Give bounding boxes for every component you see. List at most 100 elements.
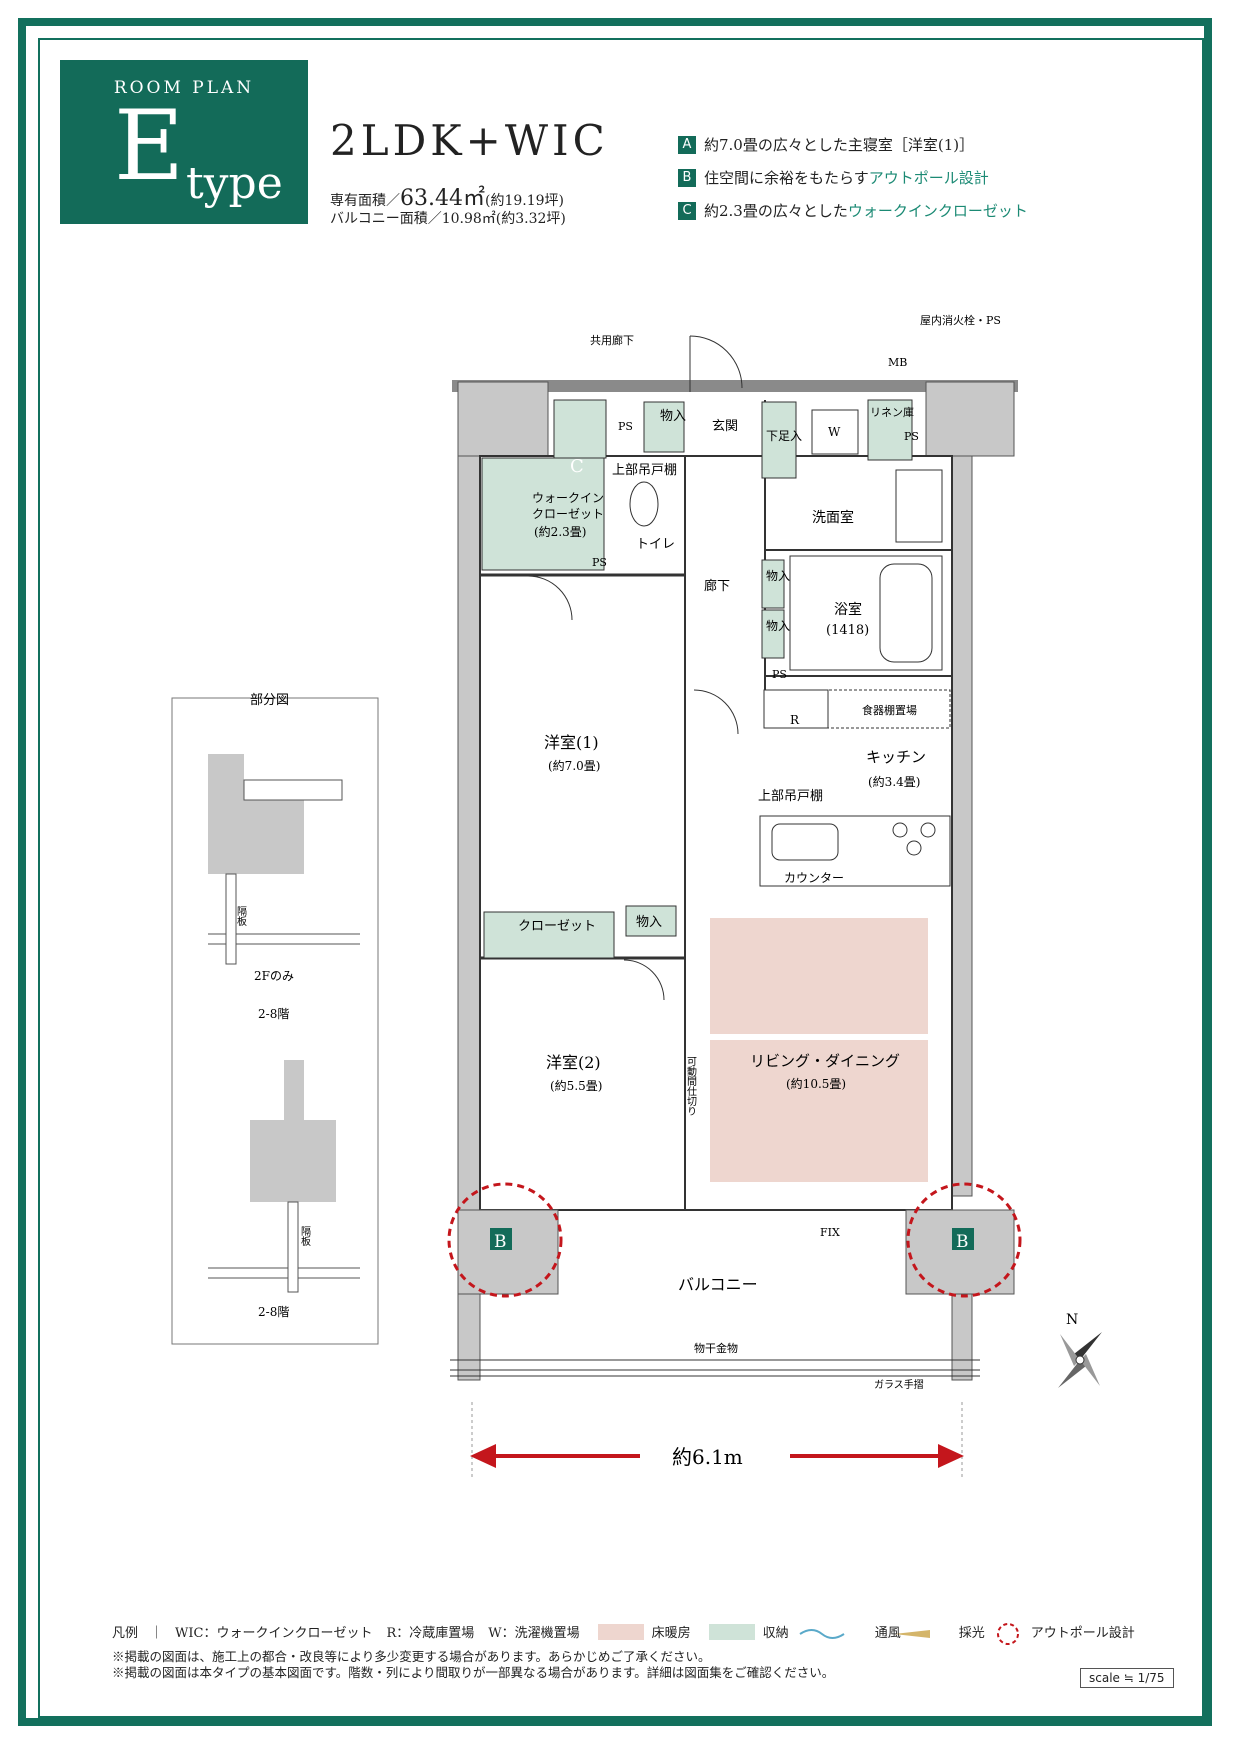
scale-label: scale ≒ 1/75	[1080, 1668, 1174, 1688]
feature-accent: ウォークインクローゼット	[847, 202, 1028, 220]
legend-storage: 収納	[762, 1626, 789, 1641]
corridor-label: 共用廊下	[590, 333, 634, 347]
outpole-mark-label: B	[956, 1232, 969, 1252]
storage	[761, 401, 797, 479]
room-plan-badge: ROOM PLAN E type	[60, 60, 308, 224]
ps-label: PS	[904, 430, 919, 443]
floor-heating	[710, 918, 928, 1034]
partial-partition	[225, 873, 237, 965]
door-swing	[527, 575, 573, 621]
floor-heating-swatch	[597, 1623, 644, 1640]
storage	[643, 401, 685, 453]
balcony-label: バルコニー	[678, 1275, 758, 1294]
area-note: (約19.19坪)	[484, 193, 564, 209]
fridge-label: R	[790, 713, 800, 727]
partial-partition	[287, 1201, 299, 1293]
outpole-legend-icon	[997, 1623, 1019, 1645]
living-size: (約10.5畳)	[786, 1076, 846, 1091]
wic-label: ウォークイン	[532, 491, 604, 505]
washer-label: W	[828, 425, 841, 439]
door-swing	[623, 959, 665, 1001]
wic-mark: C	[570, 456, 584, 477]
storage-label: 物入	[766, 569, 790, 583]
balcony-wall	[951, 1293, 973, 1381]
feature-text: 住空間に余裕をもたらす	[704, 169, 869, 187]
linen-storage	[867, 399, 913, 461]
glass-rail-label: ガラス手摺	[874, 1378, 924, 1391]
outer-frame	[18, 18, 1212, 1726]
storage-label: 物入	[766, 619, 790, 633]
area-value: 63.44㎡	[400, 186, 485, 211]
storage	[761, 559, 785, 609]
bath-size: (1418)	[826, 623, 869, 638]
room1-size: (約7.0畳)	[548, 758, 600, 773]
plan-type: 2LDK+WIC	[330, 116, 609, 165]
drying-hardware-label: 物干金物	[694, 1341, 738, 1355]
stove-burner	[906, 840, 922, 856]
stove-burner	[920, 822, 936, 838]
closet-storage	[483, 911, 615, 959]
feature-mark: C	[678, 201, 696, 220]
outpole-pillar	[457, 1209, 559, 1295]
partial-wall	[284, 1060, 304, 1120]
note: ※掲載の図面は本タイプの基本図面です。階数・列により間取りが一部異なる場合があり…	[112, 1665, 835, 1680]
note: ※掲載の図面は、施工上の都合・改良等により多少変更する場合があります。あらかじめ…	[112, 1649, 711, 1664]
floor-range-label: 2-8階	[258, 1304, 289, 1319]
vent-icon	[799, 1629, 845, 1639]
feature-text: 約2.3畳の広々とした	[704, 202, 848, 220]
outpole-mark	[490, 1228, 512, 1250]
wall	[457, 455, 481, 1237]
stove-burner	[892, 822, 908, 838]
ps-label: PS	[592, 556, 607, 569]
partial-drawing-frame	[171, 697, 379, 1345]
only-2f-label: 2Fのみ	[254, 969, 294, 983]
top-hatch	[452, 380, 1018, 392]
mb-label: MB	[888, 356, 907, 369]
outpole-highlight	[447, 1182, 563, 1298]
legend-vent: 通風	[874, 1626, 901, 1641]
kitchen-size: (約3.4畳)	[868, 774, 920, 789]
type-word: type	[186, 158, 283, 209]
legend-outpole: アウトポール設計	[1030, 1626, 1135, 1641]
legend-floor-heating: 床暖房	[651, 1626, 691, 1641]
wic-storage	[481, 457, 605, 571]
legend-wic: WIC：ウォークインクローゼット	[175, 1626, 373, 1641]
kitchen-label: キッチン	[866, 748, 926, 766]
washbasin	[895, 469, 943, 543]
floor-area: 専有面積／63.44㎡(約19.19坪)	[330, 180, 564, 212]
feature-a: A 約7.0畳の広々とした主寝室［洋室(1)］	[678, 134, 974, 155]
outpole-pillar	[905, 1209, 1015, 1295]
partition-label: 可動間仕切り	[685, 1056, 697, 1116]
legend-light: 採光	[958, 1626, 985, 1641]
bath-label: 浴室	[834, 601, 862, 618]
feature-accent: アウトポール設計	[868, 169, 989, 187]
toilet-label: トイレ	[636, 537, 675, 552]
bathtub	[879, 563, 933, 663]
fridge-space	[763, 689, 829, 729]
compass-icon	[1058, 1332, 1102, 1388]
cupboard-label: 食器棚置場	[862, 703, 917, 717]
type-letter: E	[114, 90, 185, 202]
balcony-wall	[457, 1293, 481, 1381]
feature-text: 約7.0畳の広々とした主寝室［洋室(1)］	[704, 136, 975, 154]
door-swing	[693, 689, 739, 735]
toilet-bowl	[629, 481, 659, 527]
balcony-area: バルコニー面積／10.98㎡(約3.32坪)	[330, 211, 566, 227]
outpole-mark-label: B	[494, 1232, 507, 1252]
outpole-mark	[952, 1228, 974, 1250]
partition-board-label: 隔板	[235, 906, 247, 927]
wic-size: (約2.3畳)	[534, 524, 586, 539]
hallway-label: 廊下	[704, 578, 730, 594]
ps-label: PS	[772, 668, 787, 681]
outpole-highlight	[906, 1182, 1022, 1298]
upper-cabinet-label: 上部吊戸棚	[612, 463, 677, 478]
legend: 凡例｜ WIC：ウォークインクローゼット R：冷蔵庫置場 W：洗濯機置場 床暖房…	[112, 1622, 1135, 1641]
entrance-label: 玄関	[712, 419, 738, 434]
partial-wall	[243, 779, 343, 801]
legend-label: 凡例	[112, 1626, 139, 1641]
storage-label: 物入	[660, 409, 686, 424]
counter-label: カウンター	[784, 871, 844, 885]
legend-w: W：洗濯機置場	[488, 1626, 580, 1641]
storage	[761, 609, 785, 659]
